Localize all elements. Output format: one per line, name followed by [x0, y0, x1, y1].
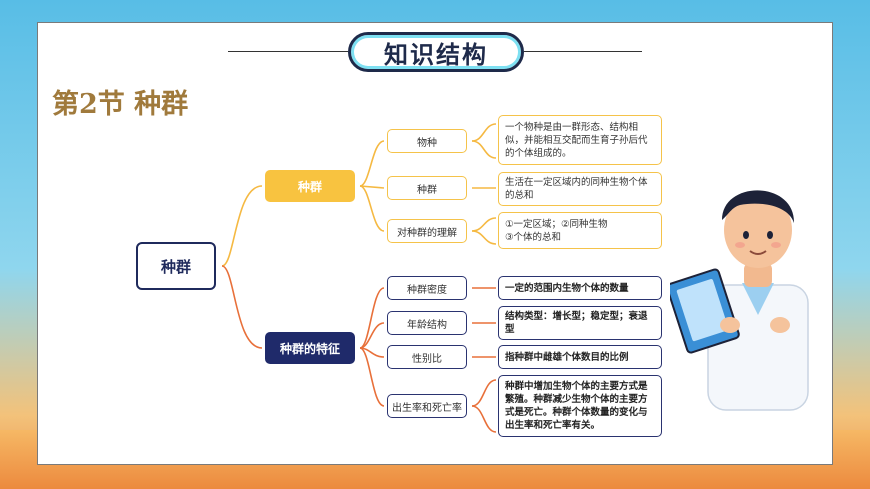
branch-population: 种群: [265, 170, 355, 202]
teacher-illustration: [670, 190, 809, 411]
term-population-density: 种群密度: [387, 276, 467, 300]
desc-age-structure: 结构类型：增长型；稳定型；衰退型: [498, 306, 662, 340]
branch-population-features: 种群的特征: [265, 332, 355, 364]
desc-sex-ratio: 指种群中雌雄个体数目的比例: [498, 345, 662, 369]
desc-birth-death-rate: 种群中增加生物个体的主要方式是繁殖。种群减少生物个体的主要方式是死亡。种群个体数…: [498, 375, 662, 437]
title-rule-left: [228, 51, 348, 52]
desc-population-density: 一定的范围内生物个体的数量: [498, 276, 662, 300]
section-title: 第2节 种群: [52, 89, 189, 120]
term-population-understanding: 对种群的理解: [387, 219, 467, 243]
header-title: 知识结构: [348, 32, 524, 72]
desc-population: 生活在一定区域内的同种生物个体的总和: [498, 172, 662, 206]
desc-species: 一个物种是由一群形态、结构相似，并能相互交配而生育子孙后代的个体组成的。: [498, 115, 662, 165]
term-population: 种群: [387, 176, 467, 200]
desc-population-understanding: ①一定区域；②同种生物 ③个体的总和: [498, 212, 662, 249]
term-birth-death-rate: 出生率和死亡率: [387, 394, 467, 418]
term-species: 物种: [387, 129, 467, 153]
title-rule-right: [524, 51, 642, 52]
mindmap-root: 种群: [136, 242, 216, 290]
term-sex-ratio: 性别比: [387, 345, 467, 369]
term-age-structure: 年龄结构: [387, 311, 467, 335]
